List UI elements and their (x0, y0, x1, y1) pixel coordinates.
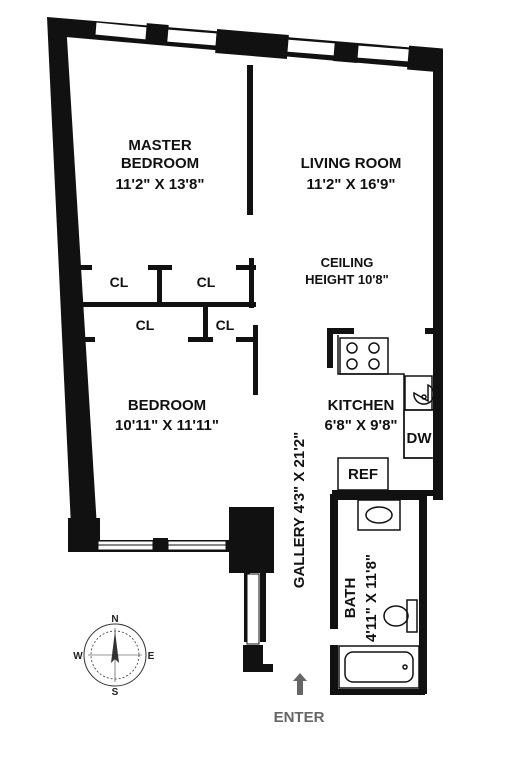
living-room-name: LIVING ROOM (301, 155, 402, 172)
master-bedroom-name-2: BEDROOM (121, 155, 199, 172)
refrigerator (337, 457, 389, 491)
bath-sink (357, 499, 401, 531)
right-wall (433, 50, 443, 500)
room-labels: MASTER BEDROOM 11'2" X 13'8" LIVING ROOM… (110, 137, 433, 642)
bath-size: 4'11" X 11'8" (363, 554, 380, 642)
bathtub (338, 645, 420, 689)
kitchen-name: KITCHEN (328, 397, 395, 414)
living-room-size: 11'2" X 16'9" (307, 176, 396, 193)
compass-north: N (111, 614, 118, 625)
stove (339, 337, 389, 375)
dishwasher-label: DW (407, 430, 433, 447)
entry: ENTER (274, 673, 325, 726)
ceiling-height-line1: CEILING (321, 255, 374, 270)
left-wall (47, 17, 97, 548)
closet-label: CL (110, 274, 129, 290)
bedroom-window (97, 538, 260, 645)
toilet-bowl (383, 605, 409, 627)
ceiling-height-line2: HEIGHT 10'8" (305, 272, 389, 287)
closet-label: CL (197, 274, 216, 290)
top-windows (94, 21, 443, 73)
bedroom-name: BEDROOM (128, 397, 206, 414)
kitchen-fixtures (337, 335, 435, 491)
gallery-label: GALLERY 4'3" X 21'2" (291, 432, 308, 588)
entry-arrow-icon (293, 673, 307, 695)
closet-label: CL (216, 317, 235, 333)
sink (404, 375, 433, 411)
bedroom-size: 10'11" X 11'11" (115, 417, 219, 434)
compass-south: S (112, 687, 119, 698)
compass-icon: N S E W (73, 614, 154, 698)
bath-fixtures (338, 499, 420, 689)
compass-east: E (148, 651, 155, 662)
bath-name: BATH (342, 578, 359, 619)
exterior-walls (47, 17, 443, 695)
bedroom-bottom-wall (68, 518, 100, 552)
master-bedroom-name-1: MASTER (128, 137, 192, 154)
kitchen-size: 6'8" X 9'8" (324, 417, 397, 434)
refrigerator-label: REF (348, 466, 378, 483)
interior-walls (70, 65, 437, 496)
master-bedroom-size: 11'2" X 13'8" (116, 176, 205, 193)
closet-label: CL (136, 317, 155, 333)
toilet-tank (406, 599, 418, 633)
enter-label: ENTER (274, 709, 325, 726)
compass-west: W (73, 651, 83, 662)
